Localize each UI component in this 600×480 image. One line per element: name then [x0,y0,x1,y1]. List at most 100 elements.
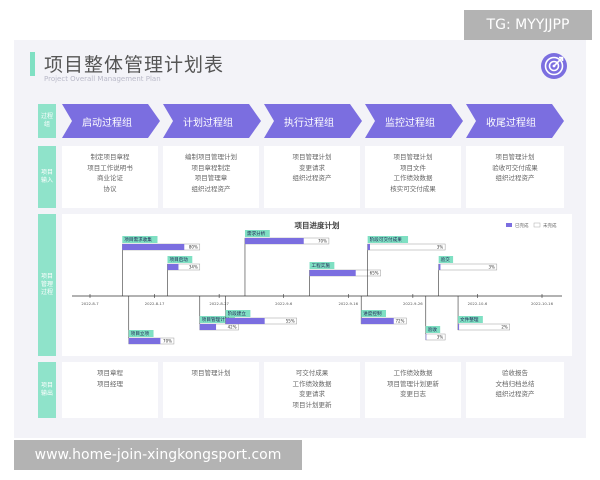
output-cell-initiating: 项目章程 项目经理 [62,362,158,418]
input-item: 变更请求 [299,163,325,172]
phase-executing: 执行过程组 [264,104,362,138]
task-name-label: 进度控制 [363,310,382,317]
task-percent-label: 3% [437,245,444,250]
task-name-label: 验收 [428,326,438,333]
task-bar-done [367,244,370,250]
axis-tick-label: 2022-9-16 [338,301,358,306]
output-item: 组织过程资产 [495,390,535,399]
task-name-tag [122,236,158,243]
output-item: 可交付成果 [295,369,329,377]
output-item: 项目经理 [97,379,123,388]
input-cell-closing: 项目管理计划 验收可交付成果 组织过程资产 [466,146,564,208]
task-bar-done [458,324,460,330]
output-item: 工作绩效数据 [393,369,433,377]
task-bar-done [167,264,179,270]
task-percent-label: 55% [286,319,295,324]
task-percent-label: 2% [501,325,508,330]
phase-monitoring: 监控过程组 [365,104,463,138]
axis-tick-label: 2022-8-27 [209,301,229,306]
watermark-bottom: www.home-join-xingkongsport.com [14,440,302,470]
task-name-tag [425,326,441,333]
task-name-tag [225,310,251,317]
axis-tick-label: 2022-8-7 [81,301,99,306]
task-bar-done [122,244,185,250]
row-label-output: 项目输出 [38,362,56,418]
task-percent-label: 65% [370,271,379,276]
axis-tick-label: 2022-10-6 [468,301,488,306]
output-item: 变更请求 [299,390,325,399]
legend-label-todo: 未完成 [543,222,557,229]
task-percent-label: 34% [189,265,198,270]
input-item: 组织过程资产 [191,185,231,194]
task-bar-done [199,324,217,330]
task-name-tag [361,310,386,317]
task-percent-label: 3% [488,265,495,270]
input-item: 项目章程制定 [191,163,231,172]
input-item: 工作绩效数据 [393,174,433,183]
task-bar-remaining [367,243,446,251]
task-name-tag [309,262,335,269]
task-name-tag [367,236,409,243]
input-cell-initiating: 制定项目章程 项目工作说明书 商业论证 协议 [62,146,158,208]
legend-swatch-done [506,223,512,227]
legend-swatch-todo [533,222,541,228]
task-name-label: 验交 [441,256,451,263]
task-name-tag [438,256,454,263]
input-item: 商业论证 [97,174,123,183]
axis-tick-label: 2022-8-17 [145,301,165,306]
task-percent-label: 42% [228,325,237,330]
input-item: 协议 [103,185,117,194]
title-accent-bar [30,52,35,76]
watermark-top: TG: MYYJJPP [464,10,592,40]
task-name-tag [167,256,193,263]
input-cell-planning: 编制项目管理计划 项目章程制定 项目管理章 组织过程资产 [163,146,259,208]
output-item: 验收报告 [502,369,528,377]
task-name-label: 项目需求收集 [124,236,152,243]
task-name-label: 项目立项 [131,330,150,337]
task-bar-done [309,270,356,276]
output-item: 文档归档总结 [495,379,535,388]
task-percent-label: 3% [437,335,444,340]
row-label-process-group: 过程组 [38,104,56,138]
input-item: 编制项目管理计划 [185,153,237,161]
input-cell-monitoring: 项目管理计划 项目文件 工作绩效数据 核实可交付成果 [365,146,461,208]
axis-tick-label: 2022-9-6 [275,301,293,306]
input-item: 项目管理计划 [292,153,332,161]
task-bar-done [438,264,441,270]
output-item: 变更日志 [400,390,426,399]
task-name-tag [458,316,483,323]
task-bar-done [128,338,161,344]
task-bar-done [361,318,394,324]
task-name-tag [199,316,235,323]
phase-closing: 收尾过程组 [466,104,564,138]
phase-initiating: 启动过程组 [62,104,160,138]
input-item: 项目管理计划 [495,153,535,161]
input-item: 核实可交付成果 [390,185,436,194]
input-item: 项目管理计划 [393,153,433,161]
task-name-label: 需求分析 [247,230,266,237]
row-label-process: 项目管理过程 [38,214,56,356]
output-cell-monitoring: 工作绩效数据 项目管理计划更新 变更日志 [365,362,461,418]
task-name-tag [244,230,270,237]
page-subtitle: Project Overall Management Plan [44,75,161,83]
input-item: 制定项目章程 [90,153,130,161]
axis-tick-label: 2022-10-16 [531,301,554,306]
input-item: 项目工作说明书 [87,163,133,172]
task-percent-label: 70% [163,339,172,344]
task-name-label: 项目启动 [169,256,188,263]
output-cell-planning: 项目管理计划 [163,362,259,418]
phase-planning: 计划过程组 [163,104,261,138]
input-item: 组织过程资产 [495,174,535,183]
output-cell-executing: 可交付成果 工作绩效数据 变更请求 项目计划更新 [264,362,360,418]
task-name-label: 工程实施 [312,262,331,269]
task-name-label: 阶段建立 [228,310,247,317]
task-percent-label: 72% [396,319,405,324]
legend-label-done: 已完成 [515,222,529,229]
task-bar-done [425,334,427,340]
output-item: 项目管理计划 [191,369,231,377]
task-name-label: 文件整理 [460,316,479,323]
axis-tick-label: 2022-9-26 [403,301,423,306]
task-name-label: 项目管理计划 [202,316,230,323]
task-bar-done [225,318,265,324]
